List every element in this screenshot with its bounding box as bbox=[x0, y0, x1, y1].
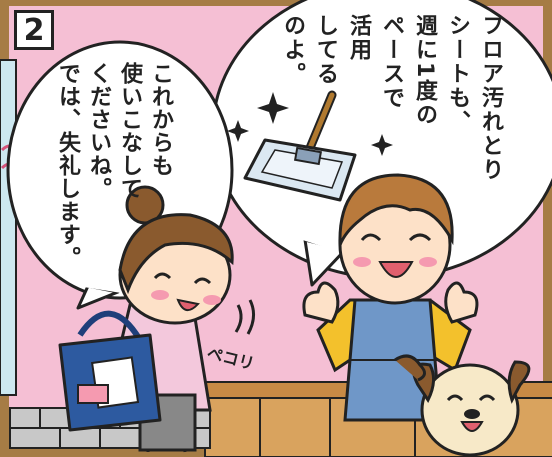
apron-woman-character bbox=[302, 173, 479, 422]
speech-text-left: これからも 使いこなして くださいね。 では、失礼します。 bbox=[55, 62, 173, 269]
floor-mop-icon bbox=[243, 90, 357, 202]
tote-bag-icon bbox=[58, 310, 162, 432]
speech-text-right: フロア汚れとり シートも、 週に1度の ペースで 活用 してる のよ。 bbox=[280, 14, 503, 182]
dog-character bbox=[394, 354, 531, 457]
left-window bbox=[0, 59, 18, 396]
motion-lines bbox=[234, 299, 255, 335]
panel-number: 2 bbox=[14, 10, 54, 50]
sparkle-icon bbox=[227, 92, 393, 156]
